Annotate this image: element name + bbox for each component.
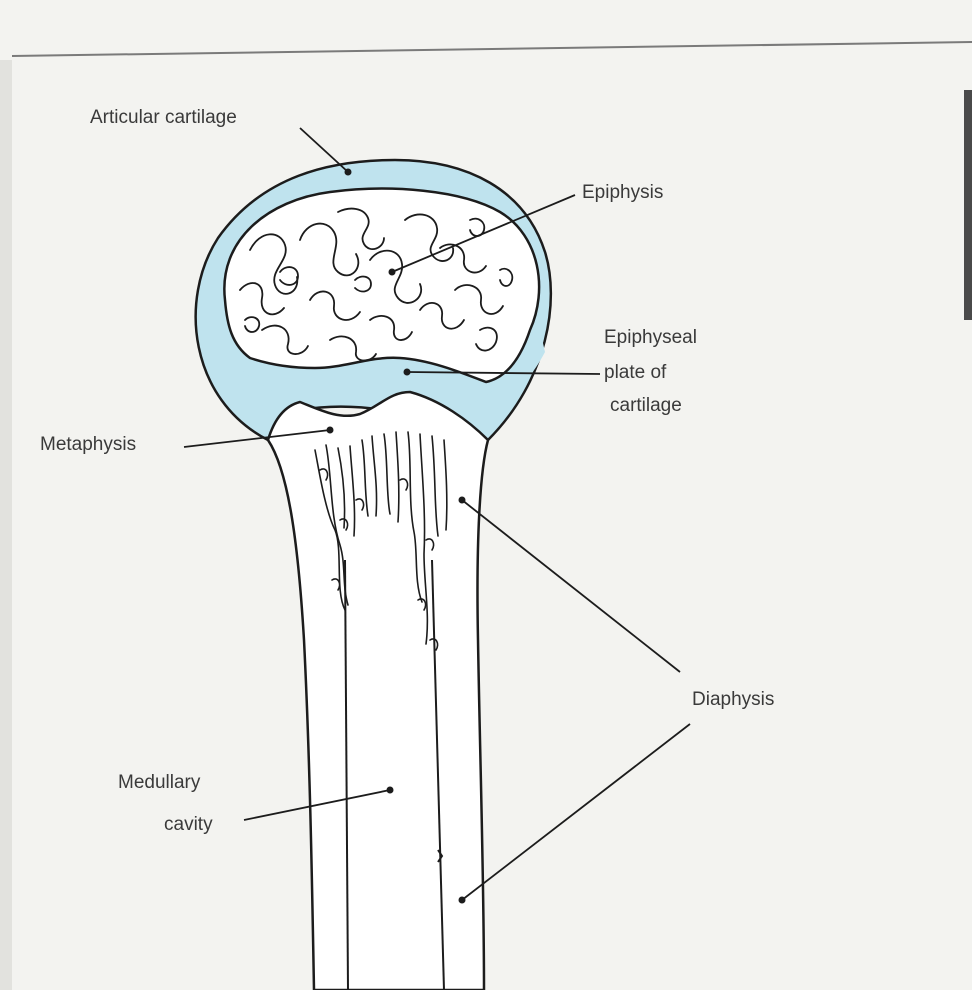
page-right-strip (964, 90, 972, 320)
page-left-edge (0, 60, 12, 990)
leader-diaphysis-upper (462, 500, 680, 672)
label-epiphyseal-plate-3: cartilage (610, 395, 682, 416)
label-epiphyseal-plate-1: Epiphyseal (604, 327, 697, 348)
label-metaphysis: Metaphysis (40, 434, 136, 455)
label-medullary-1: Medullary (118, 772, 201, 793)
label-medullary-2: cavity (164, 814, 213, 835)
label-epiphyseal-plate-2: plate of (604, 362, 667, 383)
epiphysis-shape (224, 189, 539, 382)
label-diaphysis: Diaphysis (692, 689, 774, 710)
leader-diaphysis-lower (462, 724, 690, 900)
label-articular-cartilage: Articular cartilage (90, 107, 237, 128)
label-epiphysis: Epiphysis (582, 182, 663, 203)
leader-articular-cartilage (300, 128, 348, 172)
bone-shaft-shape (268, 392, 488, 990)
page-top-rule (12, 42, 972, 56)
